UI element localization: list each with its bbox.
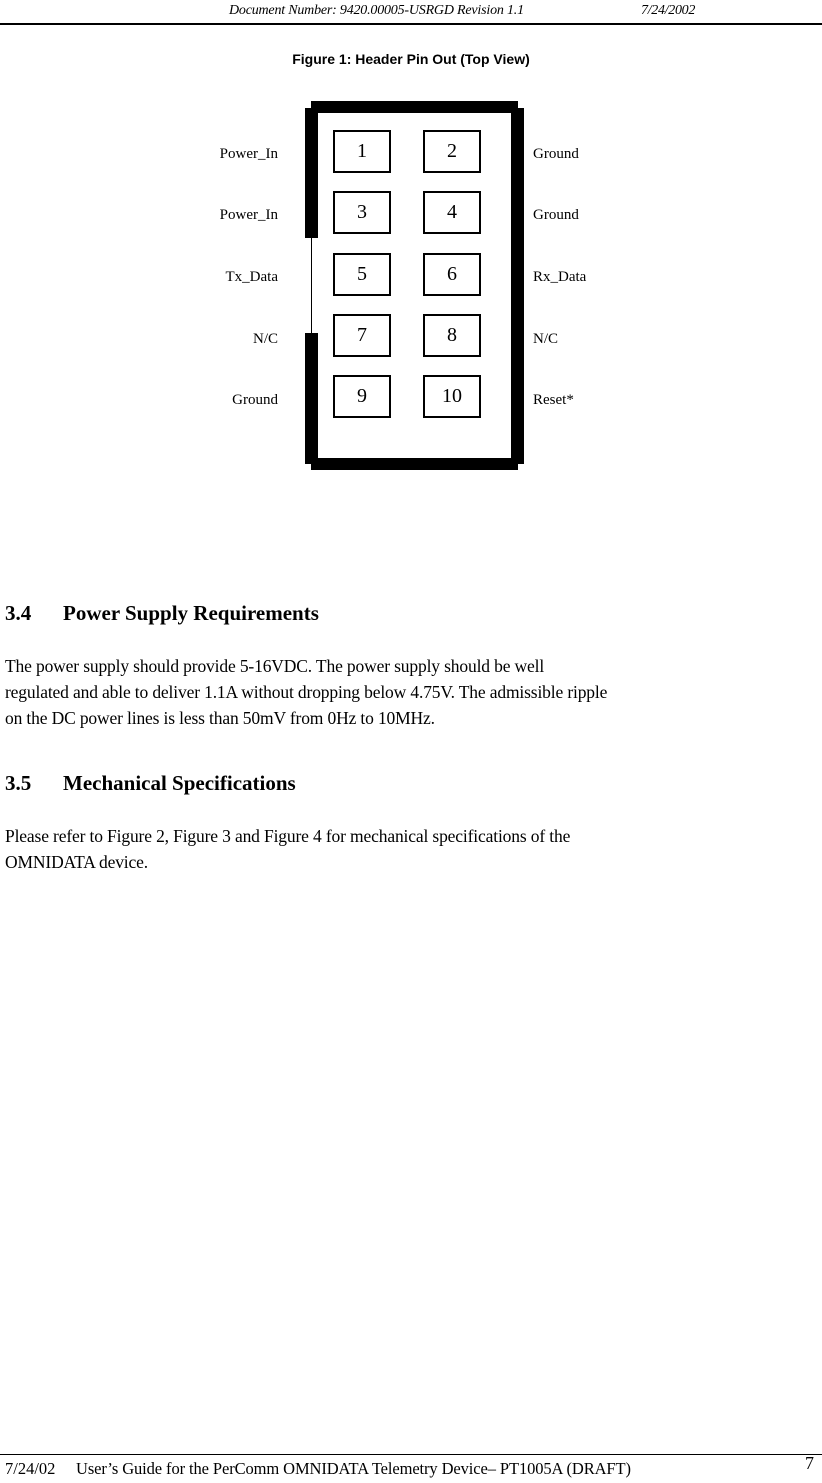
connector-outline-left-lower bbox=[305, 333, 318, 464]
page-number: 7 bbox=[805, 1453, 814, 1473]
pin-10-label: Reset* bbox=[533, 392, 574, 408]
paragraph-line: Please refer to Figure 2, Figure 3 and F… bbox=[5, 826, 571, 846]
header-rule bbox=[0, 23, 822, 25]
page-footer: 7/24/02 User’s Guide for the PerComm OMN… bbox=[0, 1453, 822, 1483]
section-title: Power Supply Requirements bbox=[63, 601, 319, 625]
section-3-5-paragraph: Please refer to Figure 2, Figure 3 and F… bbox=[5, 823, 822, 875]
pin-6-label: Rx_Data bbox=[533, 269, 587, 285]
header-date: 7/24/2002 bbox=[641, 3, 696, 18]
paragraph-line: OMNIDATA device. bbox=[5, 852, 148, 872]
connector-outline-top bbox=[311, 101, 518, 113]
section-title: Mechanical Specifications bbox=[63, 771, 296, 795]
pin-3: 3 bbox=[333, 191, 391, 234]
pin-6: 6 bbox=[423, 253, 481, 296]
page-header: Document Number: 9420.00005-USRGD Revisi… bbox=[0, 0, 822, 24]
connector-key-notch bbox=[311, 238, 312, 333]
pin-5-label: Tx_Data bbox=[225, 269, 278, 285]
footer-title: User’s Guide for the PerComm OMNIDATA Te… bbox=[76, 1459, 631, 1478]
pin-10: 10 bbox=[423, 375, 481, 418]
paragraph-line: on the DC power lines is less than 50mV … bbox=[5, 708, 435, 728]
document-number: Document Number: 9420.00005-USRGD Revisi… bbox=[229, 3, 524, 18]
pin-7-label: N/C bbox=[252, 331, 278, 347]
connector-outline-right bbox=[511, 108, 524, 464]
pin-4: 4 bbox=[423, 191, 481, 234]
pin-8: 8 bbox=[423, 314, 481, 357]
paragraph-line: regulated and able to deliver 1.1A witho… bbox=[5, 682, 608, 702]
pin-1: 1 bbox=[333, 130, 391, 173]
section-3-4-paragraph: The power supply should provide 5-16VDC.… bbox=[5, 653, 822, 731]
section-number: 3.4 bbox=[5, 601, 32, 625]
connector-outline-bottom bbox=[311, 458, 518, 470]
section-number: 3.5 bbox=[5, 771, 32, 795]
footer-date: 7/24/02 bbox=[5, 1459, 56, 1478]
pin-1-label: Power_In bbox=[219, 146, 278, 162]
pin-9: 9 bbox=[333, 375, 391, 418]
pin-9-label: Ground bbox=[232, 392, 278, 408]
figure-caption: Figure 1: Header Pin Out (Top View) bbox=[292, 51, 530, 67]
footer-rule bbox=[0, 1454, 822, 1455]
pin-5: 5 bbox=[333, 253, 391, 296]
pin-2-label: Ground bbox=[533, 146, 579, 162]
pin-7: 7 bbox=[333, 314, 391, 357]
paragraph-line: The power supply should provide 5-16VDC.… bbox=[5, 656, 545, 676]
connector-outline-left-upper bbox=[305, 108, 318, 238]
pin-2: 2 bbox=[423, 130, 481, 173]
pin-4-label: Ground bbox=[533, 207, 579, 223]
pin-3-label: Power_In bbox=[219, 207, 278, 223]
pin-8-label: N/C bbox=[533, 331, 559, 347]
